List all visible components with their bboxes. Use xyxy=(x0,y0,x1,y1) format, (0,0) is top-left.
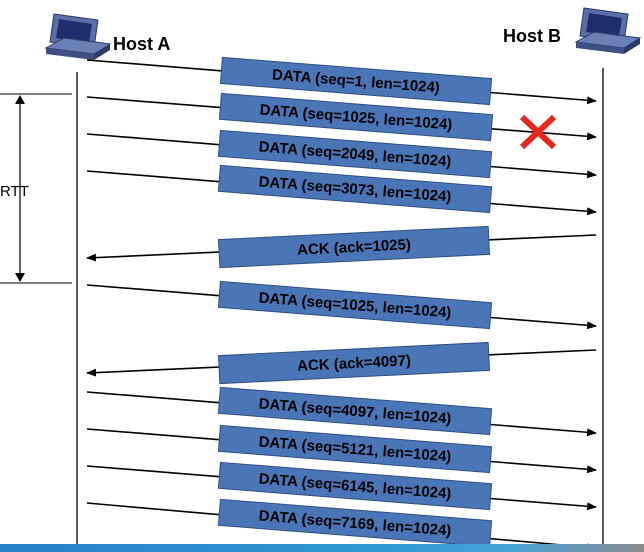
footer-bar xyxy=(0,544,644,552)
segment-rect xyxy=(217,129,493,179)
segment-rect xyxy=(217,424,493,474)
segment-rect xyxy=(217,386,493,436)
data-segment-box-7: DATA (seq=4097, len=1024) xyxy=(217,386,493,436)
segment-rect xyxy=(219,56,493,106)
host-b-computer-icon xyxy=(574,7,642,54)
rtt-label: RTT xyxy=(0,183,29,200)
data-segment-box-5: DATA (seq=1025, len=1024) xyxy=(217,280,493,330)
data-segment-box-10: DATA (seq=7169, len=1024) xyxy=(217,498,493,548)
packet-loss-cross-icon xyxy=(519,114,557,150)
host-b-label: Host B xyxy=(503,26,561,46)
segment-label: ACK (ack=1025) xyxy=(297,236,412,259)
segment-rect xyxy=(218,92,494,142)
ack-segment-box-6: ACK (ack=4097) xyxy=(217,341,491,385)
segment-rect xyxy=(217,225,491,269)
host-a-label: Host A xyxy=(113,34,171,54)
segment-rect xyxy=(217,341,491,385)
ack-segment-box-4: ACK (ack=1025) xyxy=(217,225,491,269)
segment-label: ACK (ack=4097) xyxy=(297,352,412,375)
rtt-bracket xyxy=(0,93,72,284)
segment-rect xyxy=(217,498,493,548)
segment-rect xyxy=(217,164,493,214)
segment-rect xyxy=(217,461,493,511)
segment-rect xyxy=(217,280,493,330)
host-a-computer-icon xyxy=(44,13,112,60)
